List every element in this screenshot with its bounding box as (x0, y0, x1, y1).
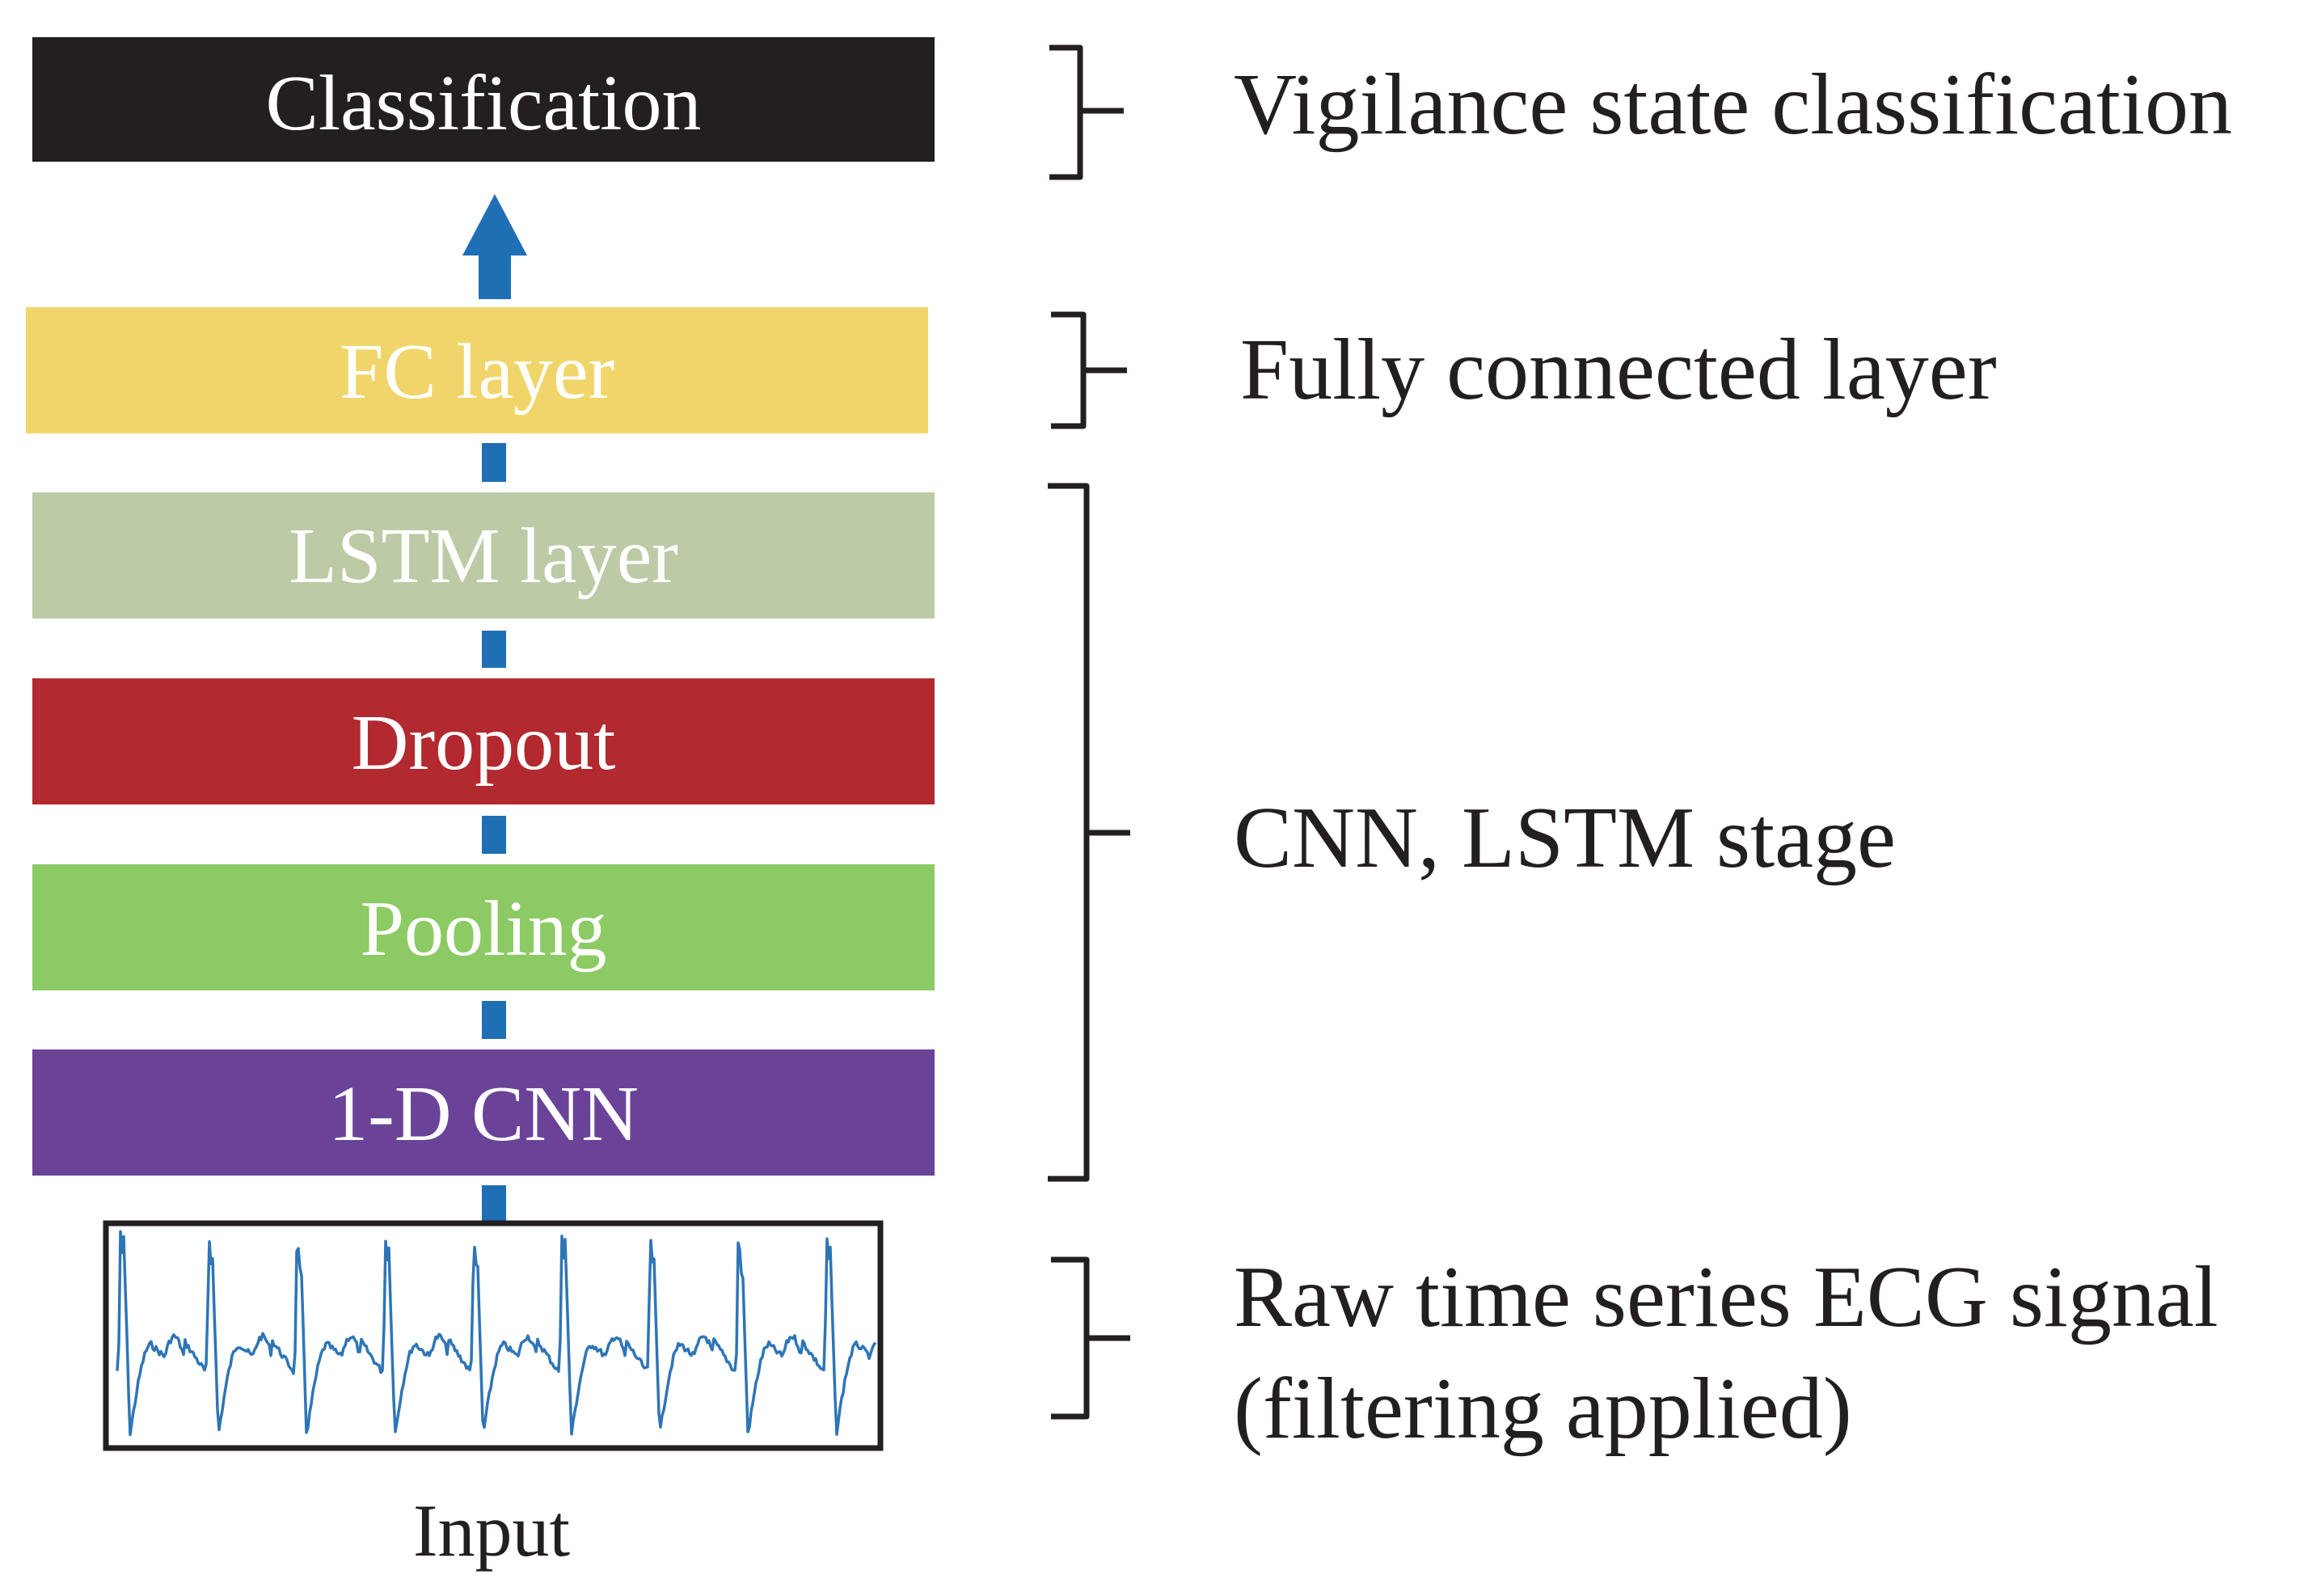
cnn-block (32, 1049, 935, 1176)
layer-cnn: 1-D CNN (32, 1049, 935, 1176)
flow-arrow-shaft (479, 254, 511, 299)
lstm-block (32, 492, 935, 619)
flow-dash (482, 443, 506, 482)
lstm-label: LSTM layer (289, 513, 678, 600)
pooling-block (32, 864, 935, 990)
layer-classification: Classification (32, 37, 935, 162)
layer-dropout: Dropout (32, 678, 935, 804)
fc-label: FC layer (340, 328, 614, 416)
raw-signal-description-line1: Raw time series ECG signal (1234, 1249, 2218, 1345)
classification-block (32, 37, 935, 162)
fc-block (26, 307, 928, 433)
pooling-label: Pooling (361, 885, 607, 973)
input-panel: Input (103, 1220, 884, 1572)
raw-signal-description-line2: (filtering applied) (1234, 1361, 1852, 1457)
cnn-label: 1-D CNN (328, 1070, 639, 1158)
brace-raw-signal (1051, 1256, 1130, 1420)
stage-description: CNN, LSTM stage (1234, 790, 1896, 886)
classification-description: Vigilance state classification (1234, 57, 2232, 153)
layer-fc: FC layer (26, 307, 928, 433)
brace-cnn-lstm-stage (1048, 483, 1130, 1182)
input-label: Input (413, 1489, 571, 1572)
flow-arrow-head (462, 194, 527, 255)
brace-classification (1049, 44, 1124, 180)
fc-description: Fully connected layer (1240, 322, 1997, 418)
flow-dash (482, 631, 506, 668)
layer-pooling: Pooling (32, 864, 935, 990)
dropout-label: Dropout (352, 699, 616, 787)
flow-dash (482, 1185, 506, 1223)
flow-dashed-line (482, 443, 506, 1223)
dropout-block (32, 678, 935, 804)
layer-lstm: LSTM layer (32, 492, 935, 619)
classification-label: Classification (266, 60, 702, 147)
brace-fc (1051, 311, 1127, 429)
flow-dash (482, 816, 506, 854)
flow-dash (482, 1001, 506, 1039)
ecg-signal (116, 1230, 877, 1437)
